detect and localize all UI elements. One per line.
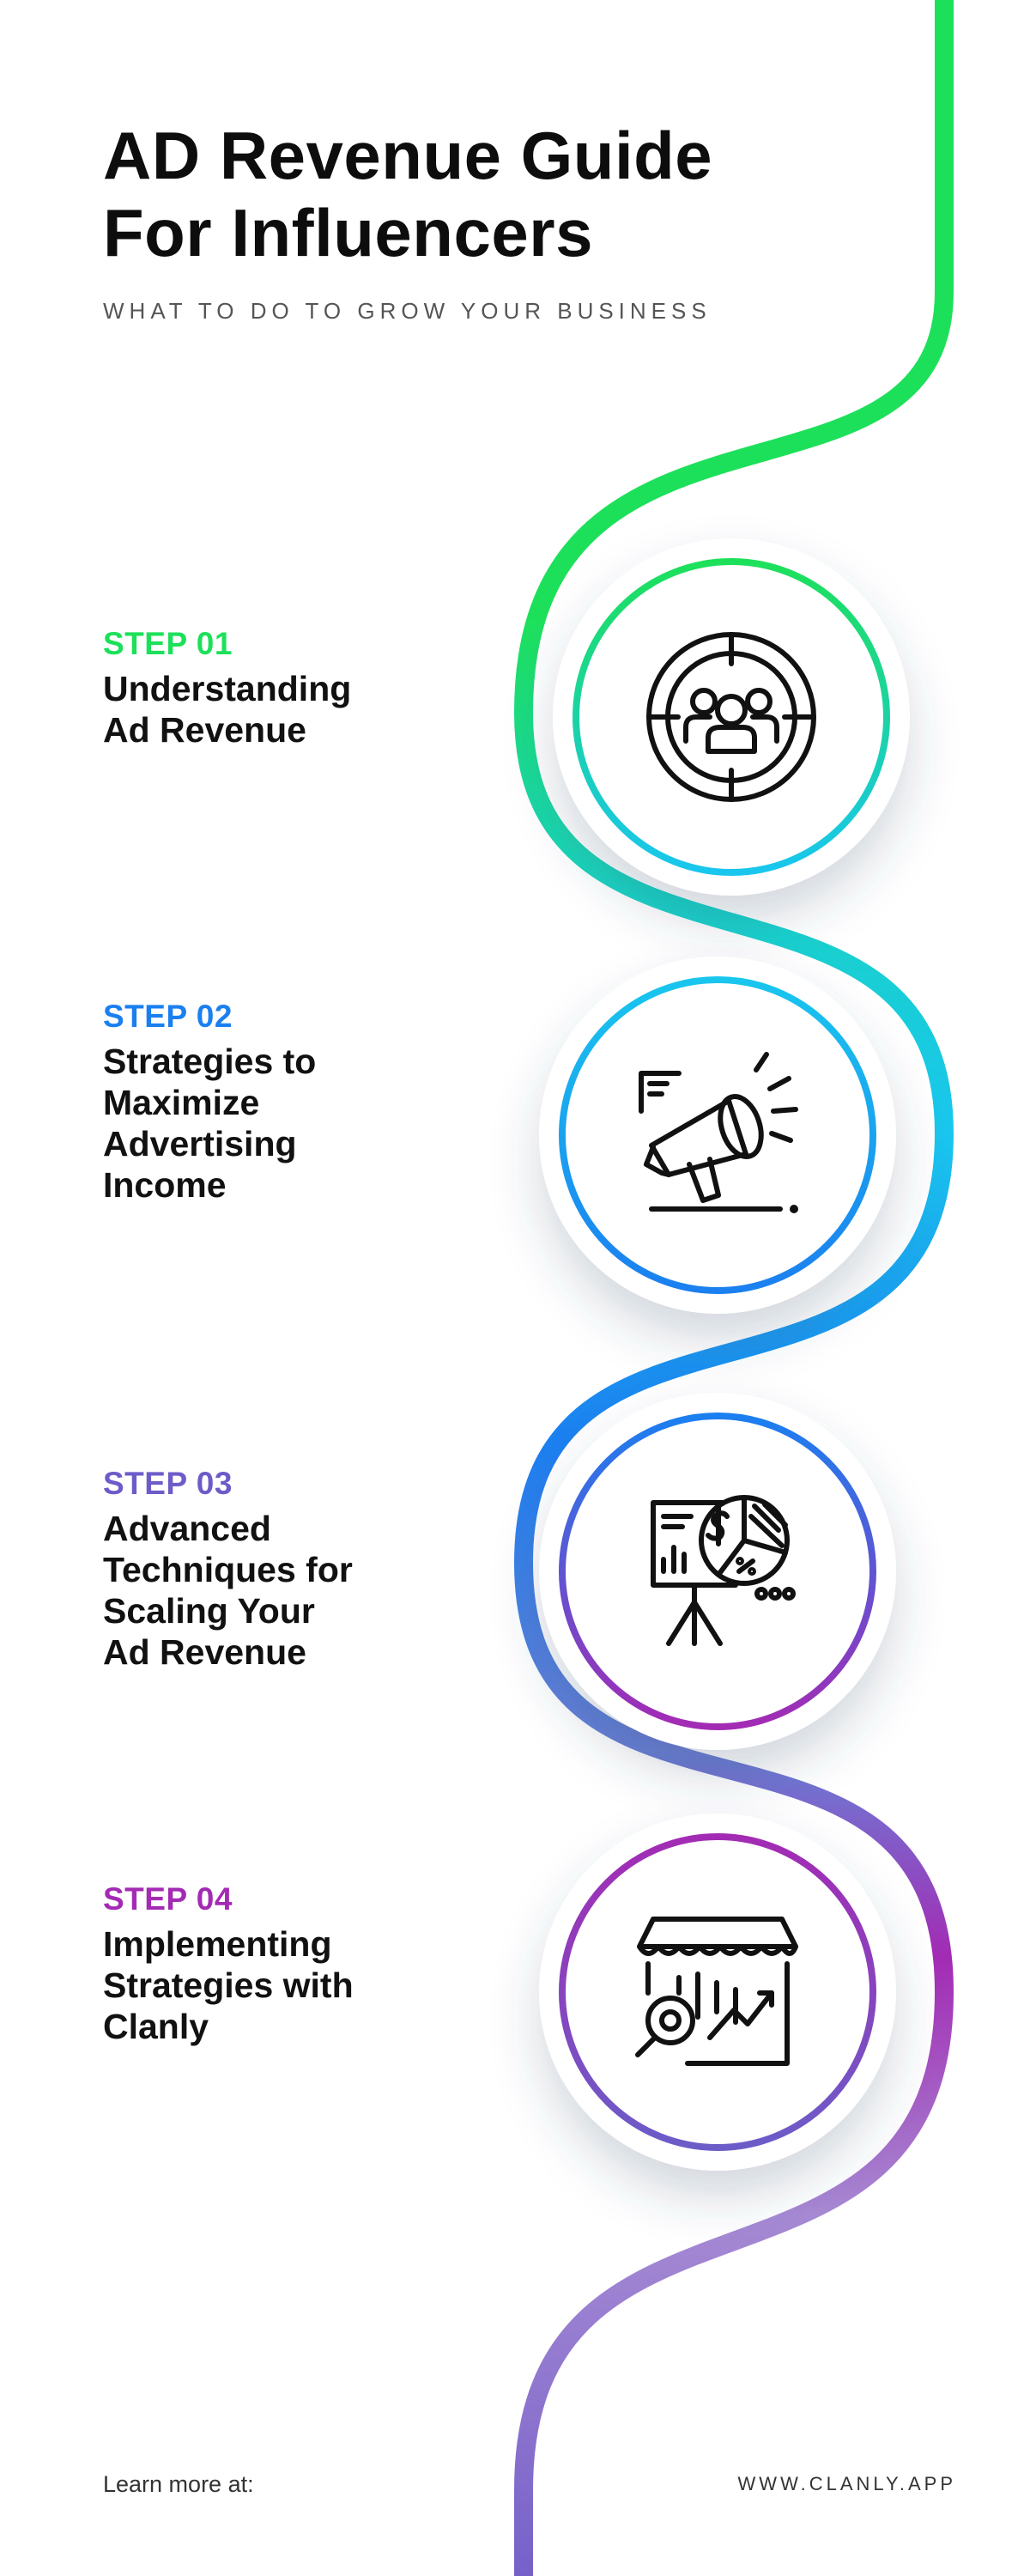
step-4-title-line: Strategies with bbox=[103, 1965, 354, 2005]
presentation-chart-icon bbox=[651, 1495, 796, 1646]
step-1: STEP 01 Understanding Ad Revenue bbox=[103, 625, 481, 750]
step-2-title-line: Income bbox=[103, 1165, 227, 1205]
step-2-title-line: Maximize bbox=[103, 1083, 260, 1122]
target-audience-icon bbox=[646, 632, 816, 802]
step-3-title-line: Scaling Your bbox=[103, 1591, 315, 1631]
connector-line bbox=[513, 0, 954, 2576]
store-analytics-icon bbox=[635, 1917, 798, 2066]
title-line-1: AD Revenue Guide bbox=[103, 118, 713, 193]
step-3: STEP 03 Advanced Techniques for Scaling … bbox=[103, 1465, 481, 1673]
step-2-title-line: Advertising bbox=[103, 1124, 297, 1163]
step-2-title: Strategies to Maximize Advertising Incom… bbox=[103, 1041, 481, 1206]
step-3-title-line: Ad Revenue bbox=[103, 1632, 306, 1672]
step-4-label: STEP 04 bbox=[103, 1881, 233, 1917]
step-2-label: STEP 02 bbox=[103, 999, 233, 1034]
step-3-title-line: Techniques for bbox=[103, 1550, 353, 1589]
footer-learn-more: Learn more at: bbox=[103, 2471, 254, 2497]
page-title: AD Revenue Guide For Influencers bbox=[103, 117, 858, 271]
title-line-2: For Influencers bbox=[103, 195, 593, 270]
step-4-title: Implementing Strategies with Clanly bbox=[103, 1923, 481, 2047]
step-2: STEP 02 Strategies to Maximize Advertisi… bbox=[103, 998, 481, 1206]
step-2-title-line: Strategies to bbox=[103, 1042, 317, 1081]
step-1-title-line: Understanding bbox=[103, 669, 352, 708]
step-4-title-line: Clanly bbox=[103, 2007, 209, 2046]
footer-website-link[interactable]: WWW.CLANLY.APP bbox=[737, 2473, 956, 2494]
step-3-title-line: Advanced bbox=[103, 1509, 271, 1548]
step-1-label: STEP 01 bbox=[103, 626, 233, 661]
step-1-title-line: Ad Revenue bbox=[103, 710, 306, 750]
step-1-title: Understanding Ad Revenue bbox=[103, 668, 481, 750]
page-subtitle: WHAT TO DO TO GROW YOUR BUSINESS bbox=[103, 298, 712, 324]
megaphone-icon bbox=[639, 1052, 798, 1213]
step-3-label: STEP 03 bbox=[103, 1466, 233, 1501]
step-4-title-line: Implementing bbox=[103, 1924, 332, 1964]
step-3-title: Advanced Techniques for Scaling Your Ad … bbox=[103, 1508, 481, 1673]
step-4: STEP 04 Implementing Strategies with Cla… bbox=[103, 1880, 481, 2047]
